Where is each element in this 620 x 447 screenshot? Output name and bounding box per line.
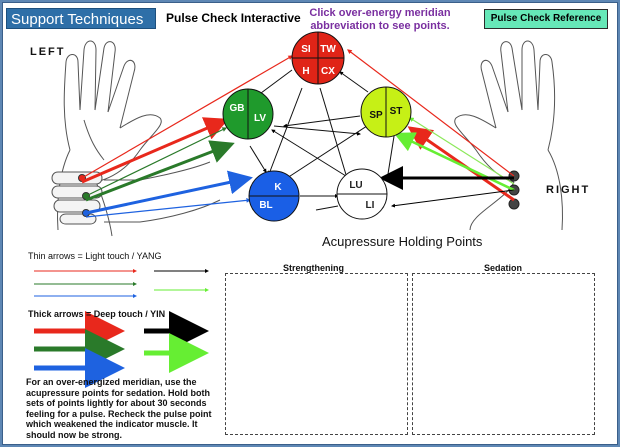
pulse-check-reference-button[interactable]: Pulse Check Reference bbox=[484, 9, 608, 29]
meridian-h-label[interactable]: H bbox=[302, 66, 309, 77]
legend-thick-arrows bbox=[34, 311, 209, 388]
meridian-node-fire[interactable]: SI TW H CX bbox=[291, 31, 345, 85]
meridian-node-metal[interactable]: LU LI bbox=[336, 168, 388, 220]
meridian-st-label[interactable]: ST bbox=[390, 106, 403, 117]
right-hand-illustration bbox=[454, 40, 563, 231]
meridian-bl-label[interactable]: BL bbox=[259, 200, 272, 211]
instruction-text: Click over-energy meridian abbreviation … bbox=[309, 7, 451, 32]
left-hand-label: LEFT bbox=[30, 46, 66, 58]
strengthening-label: Strengthening bbox=[283, 263, 344, 273]
meridian-node-wood[interactable]: GB LV bbox=[222, 88, 274, 140]
right-hand-label: RIGHT bbox=[546, 184, 591, 196]
right-pathway-arrows bbox=[347, 49, 515, 208]
legend-thin-arrows bbox=[34, 269, 209, 298]
sedation-label: Sedation bbox=[484, 263, 523, 273]
meridian-node-earth[interactable]: SP ST bbox=[360, 86, 412, 138]
meridian-gb-label[interactable]: GB bbox=[230, 103, 245, 114]
left-pathway-arrows bbox=[81, 55, 294, 218]
meridian-si-label[interactable]: SI bbox=[301, 44, 311, 55]
holding-points-title: Acupressure Holding Points bbox=[322, 234, 483, 249]
app-title: Support Techniques bbox=[6, 8, 156, 29]
sedation-panel bbox=[412, 273, 595, 435]
meridian-lu-label[interactable]: LU bbox=[349, 180, 362, 191]
thin-arrows-legend-label: Thin arrows = Light touch / YANG bbox=[28, 251, 162, 261]
page-subtitle: Pulse Check Interactive bbox=[166, 11, 301, 25]
meridian-k-label[interactable]: K bbox=[274, 182, 282, 193]
meridian-lv-label[interactable]: LV bbox=[254, 113, 266, 124]
meridian-li-label[interactable]: LI bbox=[366, 200, 375, 211]
strengthening-panel bbox=[225, 273, 408, 435]
meridian-cx-label[interactable]: CX bbox=[321, 66, 335, 77]
meridian-tw-label[interactable]: TW bbox=[320, 44, 336, 55]
thick-arrows-legend-label: Thick arrows = Deep touch / YIN bbox=[28, 309, 166, 319]
meridian-sp-label[interactable]: SP bbox=[369, 110, 383, 121]
sedation-instructions: For an over-energized meridian, use the … bbox=[26, 377, 212, 440]
meridian-node-water[interactable]: K BL bbox=[248, 170, 300, 222]
